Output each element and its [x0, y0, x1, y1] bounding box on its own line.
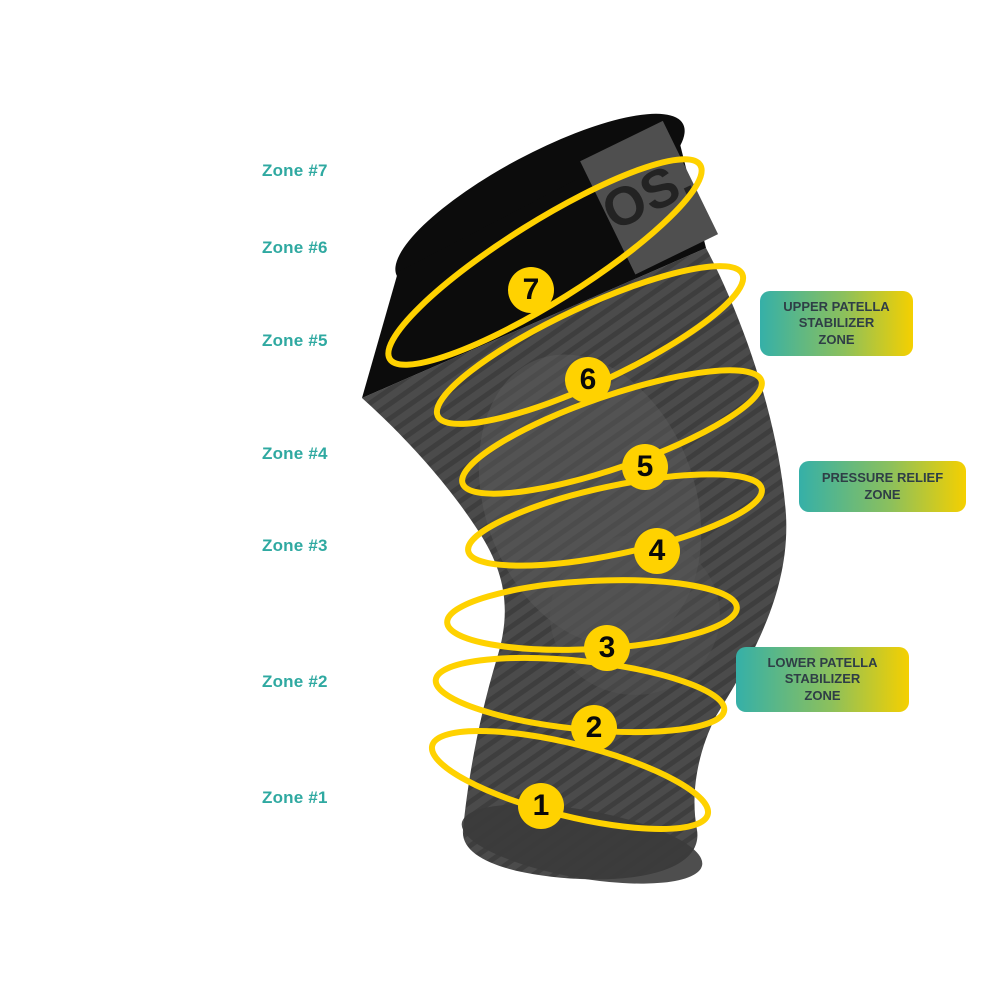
zone-ring-4 [465, 471, 765, 569]
zone-number-badge-3: 3 [584, 625, 630, 671]
zone-number-badge-1: 1 [518, 783, 564, 829]
zone-ring-7 [385, 156, 705, 368]
zone-number-badge-2: 2 [571, 705, 617, 751]
callout-upper-patella-stabilizer-zone: UPPER PATELLA STABILIZER ZONE [760, 291, 913, 356]
zone-label-4: Zone #4 [262, 444, 328, 463]
zone-number-badge-5: 5 [622, 444, 668, 490]
zone-number-badge-7: 7 [508, 267, 554, 313]
zone-number-badge-4: 4 [634, 528, 680, 574]
sleeve-bottom-cuff [461, 804, 703, 884]
zone-label-5: Zone #5 [262, 331, 328, 350]
zone-label-1: Zone #1 [262, 788, 328, 807]
callout-pressure-relief-zone: PRESSURE RELIEF ZONE [799, 461, 966, 512]
zone-label-3: Zone #3 [262, 536, 328, 555]
zone-number-badge-6: 6 [565, 357, 611, 403]
brand-logo-patch [580, 120, 719, 275]
callout-lower-patella-stabilizer-zone: LOWER PATELLA STABILIZER ZONE [736, 647, 909, 712]
zone-label-2: Zone #2 [262, 672, 328, 691]
zone-label-6: Zone #6 [262, 238, 328, 257]
zone-label-7: Zone #7 [262, 161, 328, 180]
